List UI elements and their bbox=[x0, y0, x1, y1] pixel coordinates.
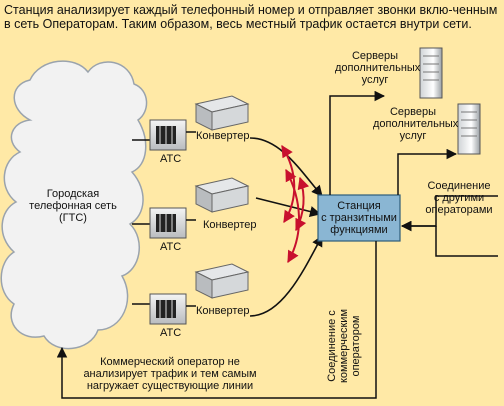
red-traffic-arrows bbox=[281, 144, 310, 264]
converter-label-2: Конвертер bbox=[203, 219, 257, 231]
converter-label-3: Конвертер bbox=[196, 305, 250, 317]
ats-label-1: АТС bbox=[160, 153, 182, 165]
diagram-caption: Станция анализирует каждый телефонный но… bbox=[4, 3, 498, 31]
ats-label-3: АТС bbox=[160, 327, 182, 339]
commercial-operator-link bbox=[56, 241, 377, 399]
gts-cloud bbox=[0, 60, 148, 350]
converter-unit-3 bbox=[194, 263, 250, 299]
converter-station-links bbox=[249, 137, 323, 317]
ats-converter-links bbox=[186, 131, 196, 307]
server-rack-1 bbox=[419, 47, 443, 99]
ats-unit-3 bbox=[149, 293, 187, 325]
station-server-links bbox=[329, 90, 458, 195]
ats-label-2: АТС bbox=[160, 241, 182, 253]
converter-label-1: Конвертер bbox=[196, 130, 250, 142]
server-rack-2 bbox=[457, 103, 481, 155]
cloud-ats-links bbox=[132, 139, 150, 305]
ats-unit-2 bbox=[149, 207, 187, 239]
station-box bbox=[317, 194, 401, 242]
converter-unit-2 bbox=[194, 177, 250, 213]
ats-unit-1 bbox=[149, 119, 187, 151]
other-operators-link bbox=[400, 195, 498, 257]
converter-unit-1 bbox=[194, 95, 250, 131]
